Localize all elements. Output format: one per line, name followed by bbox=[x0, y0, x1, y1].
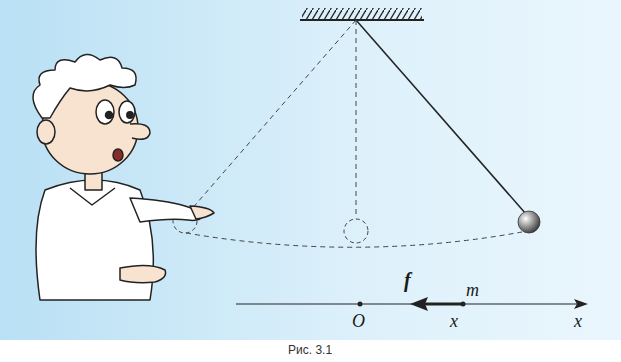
dashed-string bbox=[356, 20, 357, 218]
boy-figure bbox=[33, 54, 214, 300]
ghost-ball bbox=[344, 219, 368, 243]
ceiling-hatch bbox=[302, 8, 422, 19]
mass-label: m bbox=[466, 281, 479, 299]
origin-dot bbox=[358, 302, 363, 307]
background-panel bbox=[0, 0, 621, 340]
figure-caption: Рис. 3.1 bbox=[288, 344, 332, 356]
force-arrow bbox=[424, 303, 462, 306]
pendulum-ball bbox=[518, 211, 540, 233]
pendulum-string bbox=[356, 20, 526, 214]
dashed-string bbox=[190, 20, 356, 211]
axis-arrowhead bbox=[574, 299, 588, 309]
origin-label: O bbox=[352, 312, 365, 330]
coordinate-label: x bbox=[450, 312, 458, 330]
force-label: f bbox=[404, 270, 411, 290]
ceiling-line bbox=[300, 19, 424, 21]
axis-label: x bbox=[574, 312, 582, 330]
swing-arc bbox=[186, 232, 522, 247]
force-arrowhead bbox=[410, 297, 428, 311]
x-axis bbox=[236, 303, 578, 304]
